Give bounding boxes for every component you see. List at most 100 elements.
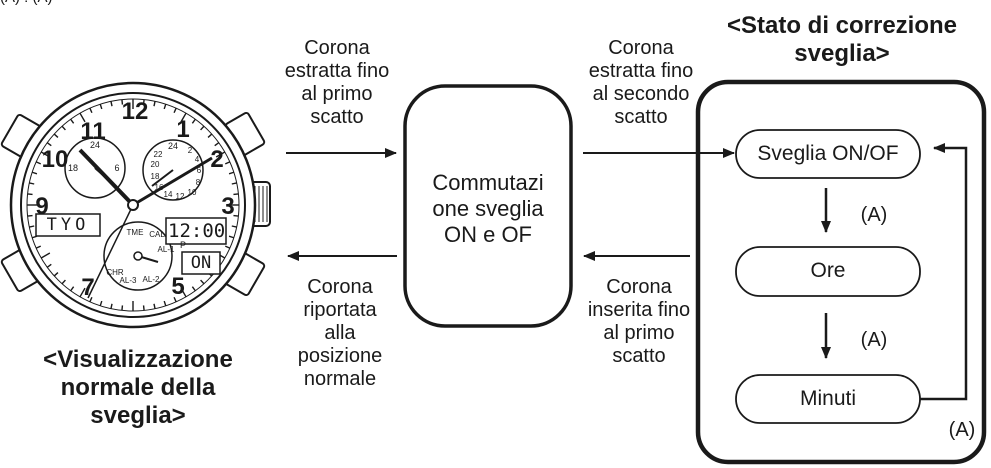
display-time: 12:00: [168, 220, 226, 242]
state-1-label: Sveglia ON/OF: [757, 142, 899, 165]
bezel-tick: [224, 245, 231, 249]
dial-12: 12: [121, 98, 149, 125]
subdial-left-6: 6: [114, 163, 120, 173]
subdial-right-2: 2: [187, 146, 193, 155]
bezel-tick: [35, 161, 42, 165]
step-label-3: (A): [948, 419, 976, 441]
bezel-tick: [180, 112, 187, 123]
watch-illustration: [0, 81, 271, 329]
dial-9: 9: [35, 193, 49, 220]
bezel-tick: [191, 286, 196, 292]
bezel-tick: [191, 118, 196, 124]
bezel-tick: [233, 193, 239, 196]
bezel-tick: [53, 272, 59, 277]
bezel-tick: [163, 103, 167, 110]
bezel-tick: [61, 279, 66, 285]
bezel-tick: [46, 142, 52, 147]
subdial-right-6: 6: [196, 166, 202, 175]
subdial-right-10: 10: [187, 188, 197, 197]
bezel-tick: [200, 125, 205, 131]
bezel-tick: [153, 101, 156, 107]
bezel-tick: [79, 287, 86, 298]
bezel-tick: [89, 296, 93, 303]
subdial-right-8: 8: [195, 178, 201, 187]
bezel-tick: [29, 182, 35, 185]
dial-2: 2: [210, 146, 224, 173]
state-1-pill: [735, 129, 921, 179]
bezel-tick: [110, 303, 113, 309]
bezel-tick: [79, 112, 86, 123]
bezel-tick: [231, 182, 237, 185]
state-2-label: Ore: [810, 259, 846, 282]
center-box-label: Commutazi one sveglia ON e OF: [432, 170, 544, 247]
mode-tme: TME: [126, 228, 144, 237]
subdial-right-16: 16: [154, 183, 164, 192]
label-crown-in-first: Corona inserita fino al primo scatto: [587, 276, 691, 367]
bezel-tick: [40, 252, 51, 259]
label-crown-out-second: Corona estratta fino al secondo scatto: [588, 37, 694, 128]
bezel-tick: [228, 171, 235, 175]
correction-panel: [695, 79, 987, 465]
bezel-tick: [180, 287, 187, 298]
label-crown-out-first: Corona estratta fino al primo scatto: [284, 37, 390, 128]
bezel-tick: [40, 151, 51, 158]
bezel-tick: [224, 161, 231, 165]
mode-cal: CAL: [149, 230, 165, 239]
dial-3: 3: [221, 193, 235, 220]
bezel-tick: [27, 214, 33, 217]
header-fragment: (A) : (A): [0, 0, 60, 9]
bezel-tick: [153, 303, 156, 309]
bezel-tick: [207, 133, 213, 138]
bezel-tick: [121, 99, 124, 105]
bezel-tick: [31, 171, 38, 175]
bezel-tick: [35, 245, 42, 249]
bezel-tick: [27, 193, 33, 196]
bezel-tick: [61, 125, 66, 131]
subdial-right-4: 4: [194, 155, 200, 164]
dial-7: 7: [81, 274, 95, 301]
arrow-loop-back: [920, 143, 968, 401]
bezel-tick: [231, 225, 237, 228]
label-crown-normal: Corona riportata alla posizione normale: [297, 276, 383, 390]
bezel-tick: [228, 235, 235, 239]
bezel-tick: [163, 300, 167, 307]
bezel-tick: [142, 99, 145, 105]
bezel-tick: [173, 296, 177, 303]
bezel-tick: [99, 300, 103, 307]
bezel-tick: [89, 107, 93, 114]
bezel-tick: [214, 142, 220, 147]
mode-al3: AL-3: [119, 276, 137, 285]
step-label-2: (A): [860, 329, 888, 351]
mode-al2: AL-2: [142, 275, 160, 284]
dial-11: 11: [80, 118, 106, 145]
dial-10: 10: [41, 146, 69, 173]
bezel-tick: [142, 305, 145, 311]
state-3-label: Minuti: [799, 387, 857, 410]
bezel-tick: [46, 263, 52, 268]
bezel-tick: [70, 286, 75, 292]
subdial-right-14: 14: [163, 190, 173, 199]
subdial-right-22: 22: [153, 150, 163, 159]
subdial-right-18: 18: [150, 172, 160, 181]
bezel-tick: [99, 103, 103, 110]
bezel-tick: [200, 279, 205, 285]
dial-1: 1: [176, 116, 190, 143]
display-city: TYO: [46, 215, 90, 235]
subdial-left-18: 18: [67, 163, 78, 173]
bezel-tick: [173, 107, 177, 114]
display-alarm-state: ON: [190, 253, 212, 273]
state-2-pill: [735, 246, 921, 297]
bezel-tick: [53, 133, 59, 138]
subdial-left-24: 24: [89, 140, 100, 150]
bezel-tick: [233, 214, 239, 217]
mode-al1: AL-1: [157, 245, 175, 254]
bezel-tick: [121, 305, 124, 311]
left-title: <Visualizzazione normale della sveglia>: [43, 346, 233, 429]
bezel-tick: [110, 101, 113, 107]
bezel-tick: [29, 225, 35, 228]
step-label-1: (A): [860, 204, 888, 226]
center-box: [403, 84, 573, 328]
display-pm: P: [179, 240, 186, 250]
subdial-right-24: 24: [167, 141, 178, 151]
